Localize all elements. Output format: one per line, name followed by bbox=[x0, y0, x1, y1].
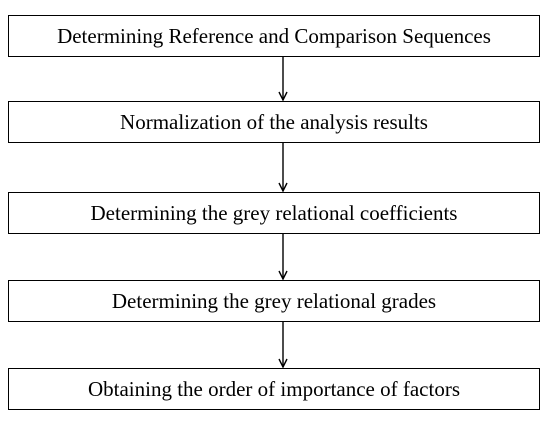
step-2-box: Normalization of the analysis results bbox=[8, 101, 540, 143]
step-1-label: Determining Reference and Comparison Seq… bbox=[57, 23, 491, 48]
step-4-box: Determining the grey relational grades bbox=[8, 280, 540, 322]
step-1-box: Determining Reference and Comparison Seq… bbox=[8, 15, 540, 57]
step-2-label: Normalization of the analysis results bbox=[120, 109, 428, 134]
step-3-box: Determining the grey relational coeffici… bbox=[8, 192, 540, 234]
step-3-label: Determining the grey relational coeffici… bbox=[90, 200, 458, 225]
step-5-label: Obtaining the order of importance of fac… bbox=[87, 376, 461, 401]
step-5-box: Obtaining the order of importance of fac… bbox=[8, 368, 540, 410]
step-4-label: Determining the grey relational grades bbox=[111, 288, 437, 313]
